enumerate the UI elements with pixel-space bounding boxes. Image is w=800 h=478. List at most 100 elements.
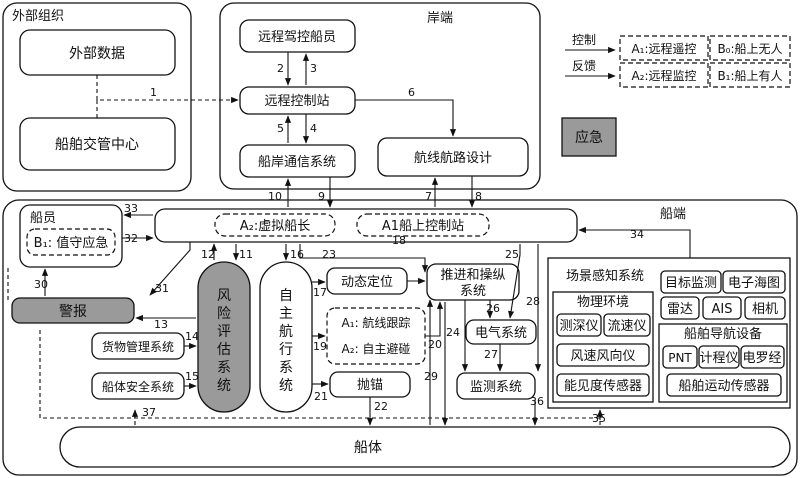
auto-nav-label: 自 主 航 行 系 统 [279, 288, 293, 394]
legend-a2-label: A₂:远程监控 [631, 68, 696, 83]
alarm-box [11, 297, 135, 324]
pnt-label: PNT [668, 351, 692, 365]
emergency-box [561, 117, 617, 157]
svg-text:2: 2 [277, 62, 284, 75]
legend-a1-box [619, 35, 709, 61]
nav-devices-title: 船舶导航设备 [684, 326, 762, 342]
shore-title: 岸端 [427, 11, 453, 26]
legend-a1-label: A₁:远程遥控 [631, 41, 696, 56]
svg-text:估: 估 [217, 342, 231, 358]
motion-sensor-box [666, 373, 782, 397]
external-data-label: 外部数据 [69, 46, 125, 62]
propulsion-box [426, 263, 520, 301]
svg-text:37: 37 [142, 406, 156, 419]
ais-label: AIS [712, 302, 733, 317]
svg-text:22: 22 [374, 400, 388, 413]
route-design-label: 航线航路设计 [414, 150, 492, 166]
propulsion-label-1: 推进和操纵 [440, 267, 505, 283]
svg-text:9: 9 [318, 190, 325, 203]
vts-label: 船舶交管中心 [55, 136, 139, 153]
visibility-sensor-label: 能见度传感器 [564, 378, 642, 394]
legend-feedback-label: 反馈 [572, 59, 596, 73]
svg-text:4: 4 [310, 122, 317, 135]
physical-env-title: 物理环境 [577, 295, 629, 310]
remote-operator-box [239, 19, 356, 53]
svg-text:13: 13 [154, 318, 168, 331]
hull-safety-label: 船体安全系统 [102, 379, 174, 394]
depth-sounder-label: 测深仪 [559, 319, 598, 334]
svg-text:34: 34 [630, 228, 644, 241]
edge-labels: 1 2 3 4 5 6 7 8 9 10 11 12 13 14 15 16 1… [34, 62, 644, 425]
flow-meter-label: 流速仪 [607, 319, 646, 334]
svg-text:评: 评 [217, 324, 231, 340]
svg-text:6: 6 [408, 86, 415, 99]
svg-text:系: 系 [217, 360, 231, 376]
alarm-label: 警报 [59, 304, 87, 320]
log-box [698, 345, 740, 369]
svg-text:24: 24 [446, 326, 460, 339]
svg-text:27: 27 [484, 348, 498, 361]
svg-text:主: 主 [279, 306, 293, 322]
svg-text:10: 10 [268, 190, 282, 203]
svg-text:20: 20 [428, 338, 442, 351]
ais-box [702, 296, 742, 320]
svg-text:12: 12 [201, 248, 215, 261]
svg-text:行: 行 [279, 342, 293, 358]
onboard-station-box [356, 213, 490, 237]
ecdis-label: 电子海图 [728, 276, 780, 291]
svg-text:21: 21 [314, 390, 328, 403]
flow-meter-box [603, 313, 651, 337]
legend-a2-box [619, 62, 709, 88]
svg-text:统: 统 [279, 378, 293, 394]
hull-label: 船体 [354, 440, 382, 456]
comm-system-box [239, 144, 356, 178]
virtual-captain-label: A₂:虚拟船长 [240, 219, 311, 234]
hull-box [59, 426, 791, 468]
svg-text:26: 26 [486, 302, 500, 315]
log-label: 计程仪 [699, 351, 738, 366]
svg-text:28: 28 [526, 295, 540, 308]
track-label: A₁: 航线跟踪 [342, 315, 411, 330]
compass-label: 电罗经 [742, 351, 781, 366]
svg-text:23: 23 [322, 248, 336, 261]
monitoring-label: 监测系统 [470, 380, 522, 395]
depth-sounder-box [556, 313, 602, 337]
legend-b1-box [709, 62, 791, 88]
risk-assessment-box [197, 261, 251, 413]
svg-text:17: 17 [313, 286, 327, 299]
svg-text:30: 30 [34, 278, 48, 291]
svg-text:14: 14 [185, 330, 199, 343]
svg-text:29: 29 [424, 370, 438, 383]
crew-duty-label: B₁: 值守应急 [34, 235, 109, 251]
pnt-box [662, 345, 698, 369]
risk-assessment-label: 风 险 评 估 系 统 [217, 288, 231, 394]
electrical-box [465, 319, 537, 345]
svg-text:8: 8 [475, 190, 482, 203]
svg-text:18: 18 [392, 234, 406, 247]
svg-text:3: 3 [310, 62, 317, 75]
camera-label: 相机 [752, 302, 778, 317]
legend-b0-box [709, 35, 791, 61]
svg-text:风: 风 [217, 288, 231, 304]
visibility-sensor-box [556, 373, 650, 397]
onboard-station-label: A1船上控制站 [382, 219, 464, 234]
anchor-label: 抛锚 [357, 378, 383, 393]
dp-label: 动态定位 [341, 275, 393, 290]
target-monitor-label: 目标监测 [665, 276, 717, 291]
svg-text:15: 15 [185, 370, 199, 383]
remote-station-label: 远程控制站 [264, 94, 329, 109]
cargo-label: 货物管理系统 [102, 339, 174, 354]
scene-awareness-title: 场景感知系统 [566, 268, 644, 284]
wind-sensor-box [556, 343, 650, 367]
compass-box [740, 345, 785, 369]
svg-text:1: 1 [150, 86, 157, 99]
svg-text:35: 35 [592, 412, 606, 425]
svg-text:5: 5 [277, 122, 284, 135]
electrical-label: 电气系统 [475, 325, 527, 341]
camera-box [744, 296, 786, 320]
svg-text:32: 32 [124, 232, 138, 245]
svg-text:险: 险 [217, 306, 231, 322]
auto-nav-box [259, 261, 313, 413]
emergency-label: 应急 [575, 129, 603, 146]
